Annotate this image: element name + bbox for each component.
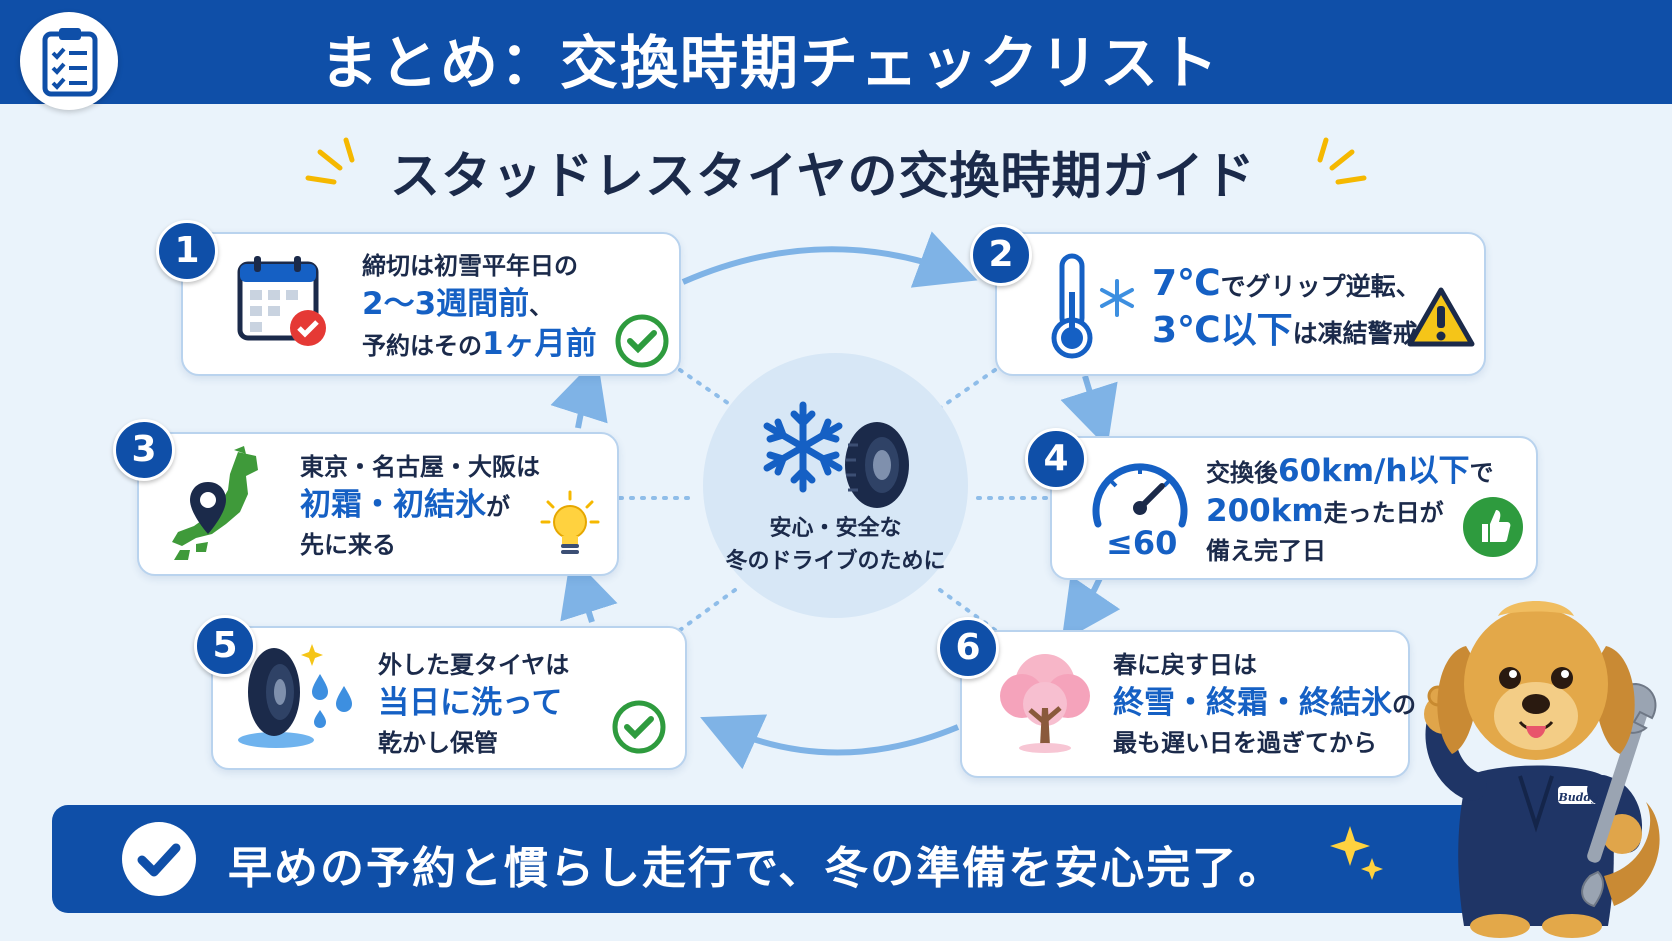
speedometer-label: ≤60: [1106, 524, 1178, 562]
footer-message: 早めの予約と慣らし走行で、冬の準備を安心完了。: [228, 843, 1285, 894]
footer-check-badge: [122, 822, 196, 896]
step-6-text: 春に戻す日は 終雪・終霜・終結氷の 最も遅い日を過ぎてから: [1113, 646, 1416, 762]
speedometer-icon: [1092, 463, 1188, 528]
location-pin-icon: [190, 482, 226, 534]
step-number-6: 6: [937, 617, 999, 679]
center-caption-line1: 安心・安全な: [769, 516, 902, 541]
check-icon: [137, 843, 181, 877]
step-2-line1-rest: でグリップ逆転、: [1220, 272, 1421, 301]
light-bulb-icon: [540, 490, 600, 554]
step-5-line3: 乾かし保管: [378, 729, 498, 757]
check-icon: [612, 700, 666, 754]
step-5-text: 外した夏タイヤは 当日に洗って 乾かし保管: [378, 646, 569, 762]
step-3-line2-rest: が: [486, 493, 510, 521]
step-2-line2-rest: は凍結警戒: [1292, 319, 1418, 348]
step-4-line1-a: 交換後: [1206, 459, 1278, 487]
step-1-line1: 締切は初雪平年日の: [362, 252, 578, 280]
check-icon: [615, 314, 669, 368]
step-5-highlight: 当日に洗って: [378, 685, 563, 721]
center-circle: [703, 353, 968, 618]
snowflake-icon: [763, 401, 843, 493]
sparkle-icon: [1330, 826, 1383, 880]
step-4-line3: 備え完了日: [1206, 537, 1326, 565]
step-number-5: 5: [194, 615, 256, 677]
thumbs-up-icon: [1463, 497, 1523, 557]
tire-icon: [845, 422, 909, 508]
step-number-3: 3: [113, 419, 175, 481]
mascot-name-badge: Buddy: [1558, 791, 1598, 804]
step-5-line1: 外した夏タイヤは: [378, 651, 570, 679]
step-number-4: 4: [1025, 428, 1087, 490]
step-4-highlight-2: 200km: [1206, 493, 1324, 529]
cherry-blossom-tree-icon: [1000, 654, 1090, 753]
step-1-highlight-2: 1ヶ月前: [482, 326, 597, 362]
step-6-highlight: 終雪・終霜・終結氷: [1113, 685, 1392, 721]
step-6-line2-rest: の: [1392, 691, 1416, 719]
step-4-line2-rest: 走った日が: [1323, 499, 1444, 527]
warning-icon: [1407, 287, 1475, 347]
center-caption-line2: 冬のドライブのために: [725, 549, 946, 574]
header-bar: [0, 0, 1672, 104]
step-card-4: [1050, 436, 1538, 580]
step-number-1: 1: [156, 220, 218, 282]
sparkle-left-icon: [305, 137, 355, 185]
japan-map-icon: [172, 446, 258, 560]
sparkle-right-icon: [1317, 137, 1367, 185]
page-title: まとめ：交換時期チェックリスト: [320, 29, 1221, 97]
step-2-highlight-2: 3℃以下: [1152, 310, 1293, 351]
step-2-text: 7℃でグリップ逆転、 3℃以下は凍結警戒: [1152, 262, 1421, 356]
step-number-2: 2: [970, 224, 1032, 286]
step-3-line1: 東京・名古屋・大阪は: [300, 453, 540, 481]
step-2-highlight: 7℃: [1152, 263, 1221, 304]
step-1-line2-rest: 、: [529, 292, 554, 320]
step-3-text: 東京・名古屋・大阪は 初霜・初結氷が 先に来る: [300, 448, 540, 564]
step-1-line3: 予約はその: [362, 332, 482, 360]
dog-mechanic-icon: [1424, 601, 1660, 938]
footer-banner: [52, 805, 1522, 913]
step-4-line1-rest: で: [1469, 459, 1494, 487]
step-1-highlight: 2〜3週間前: [362, 286, 530, 322]
step-3-highlight: 初霜・初結氷: [300, 487, 486, 523]
center-caption: 安心・安全な 冬のドライブのために: [703, 512, 968, 578]
step-6-line1: 春に戻す日は: [1113, 651, 1257, 679]
wet-tire-icon: [238, 644, 352, 748]
step-4-highlight: 60km/h以下: [1278, 453, 1470, 489]
header-icon-badge: [20, 12, 118, 110]
step-1-text: 締切は初雪平年日の 2〜3週間前、 予約はその1ヶ月前: [362, 247, 597, 365]
thermometer-icon: [1051, 253, 1093, 359]
clipboard-checklist-icon: [42, 28, 98, 97]
step-3-line3: 先に来る: [300, 531, 396, 559]
step-6-line3: 最も遅い日を過ぎてから: [1113, 729, 1377, 757]
guide-subtitle: スタッドレスタイヤの交換時期ガイド: [390, 147, 1256, 205]
snowflake-icon: [1100, 279, 1134, 317]
step-4-text: 交換後60km/h以下で 200km走った日が 備え完了日: [1206, 452, 1493, 570]
calendar-icon: [237, 256, 326, 346]
